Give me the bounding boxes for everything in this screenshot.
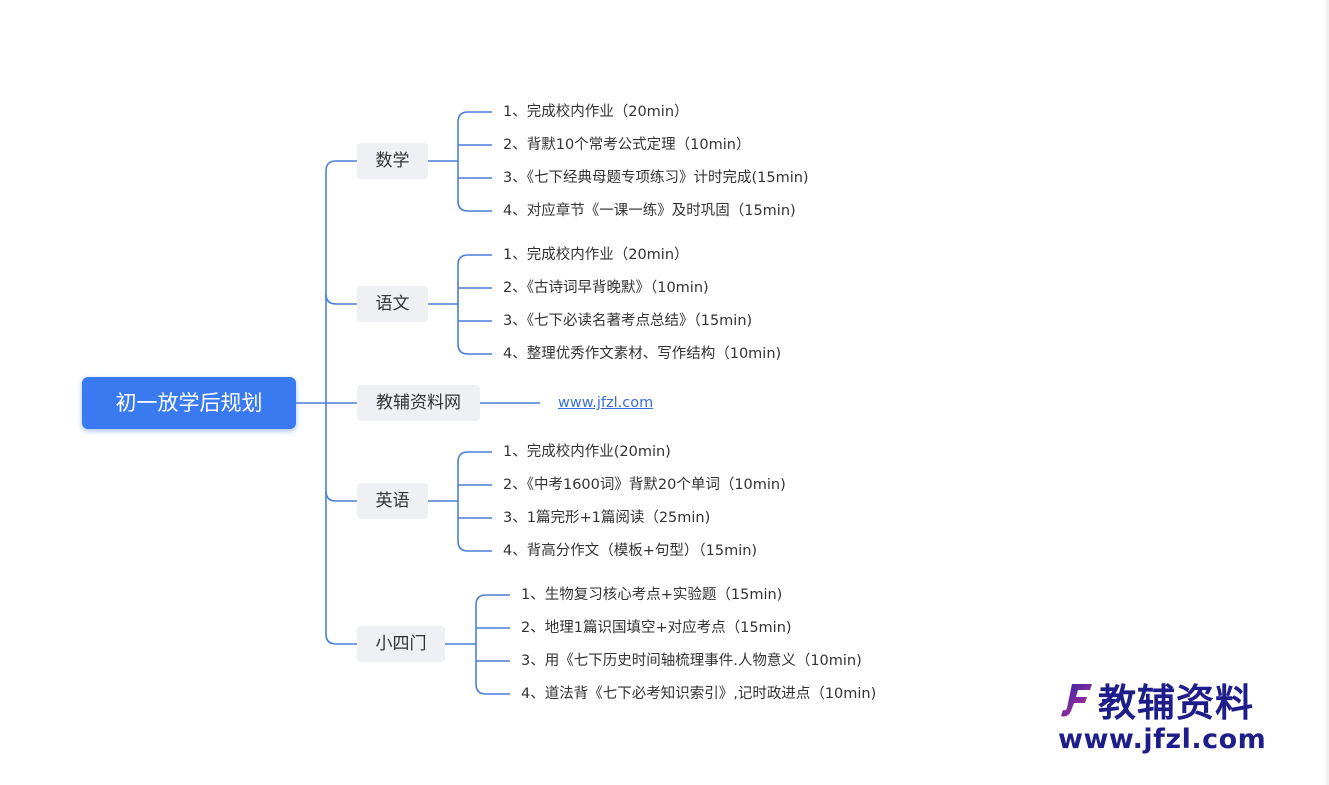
english-item-3[interactable]: 3、1篇完形+1篇阅读（25min) bbox=[503, 510, 711, 526]
branch-jfzl[interactable]: 教辅资料网 bbox=[357, 385, 480, 421]
chinese-item-3[interactable]: 3、《七下必读名著考点总结》（15min) bbox=[503, 313, 753, 329]
branch-english[interactable]: 英语 bbox=[357, 483, 428, 519]
watermark-title: 教辅资料 bbox=[1098, 680, 1255, 725]
minor-item-3[interactable]: 3、用《七下历史时间轴梳理事件.人物意义（10min) bbox=[521, 653, 862, 669]
branch-minor-subjects[interactable]: 小四门 bbox=[357, 626, 445, 662]
minor-item-2[interactable]: 2、地理1篇识国填空+对应考点（15min) bbox=[521, 620, 792, 636]
jfzl-logo-icon bbox=[1061, 684, 1092, 717]
chinese-item-4[interactable]: 4、整理优秀作文素材、写作结构（10min) bbox=[503, 346, 782, 362]
trunk-to-english bbox=[325, 490, 357, 502]
math-item-3[interactable]: 3、《七下经典母题专项练习》计时完成(15min) bbox=[503, 170, 809, 186]
minor-item-4[interactable]: 4、道法背《七下必考知识索引》,记时政进点（10min) bbox=[521, 686, 877, 702]
minor-item-1[interactable]: 1、生物复习核心考点+实验题（15min) bbox=[521, 587, 783, 603]
english-item-2[interactable]: 2、《中考1600词》背默20个单词（10min) bbox=[503, 477, 786, 493]
watermark: 教辅资料 www.jfzl.com bbox=[1058, 676, 1288, 756]
english-item-4[interactable]: 4、背高分作文（模板+句型）（15min) bbox=[503, 543, 758, 559]
jfzl-link[interactable]: www.jfzl.com bbox=[558, 395, 654, 411]
trunk-line bbox=[325, 160, 357, 645]
math-item-2[interactable]: 2、背默10个常考公式定理（10min） bbox=[503, 137, 751, 153]
trunk-to-chinese bbox=[325, 293, 357, 305]
chinese-item-2[interactable]: 2、《古诗词早背晚默》（10min) bbox=[503, 280, 709, 296]
watermark-url: www.jfzl.com bbox=[1058, 724, 1267, 755]
watermark-title-row: 教辅资料 bbox=[1058, 676, 1288, 725]
math-item-4[interactable]: 4、对应章节《一课一练》及时巩固（15min) bbox=[503, 203, 796, 219]
branch-chinese[interactable]: 语文 bbox=[357, 286, 428, 322]
root-node[interactable]: 初一放学后规划 bbox=[82, 377, 296, 429]
math-item-1[interactable]: 1、完成校内作业（20min） bbox=[503, 104, 689, 120]
branch-math[interactable]: 数学 bbox=[357, 143, 428, 179]
english-item-1[interactable]: 1、完成校内作业(20min) bbox=[503, 444, 671, 460]
right-edge-divider bbox=[1326, 0, 1329, 785]
chinese-item-1[interactable]: 1、完成校内作业（20min） bbox=[503, 247, 689, 263]
